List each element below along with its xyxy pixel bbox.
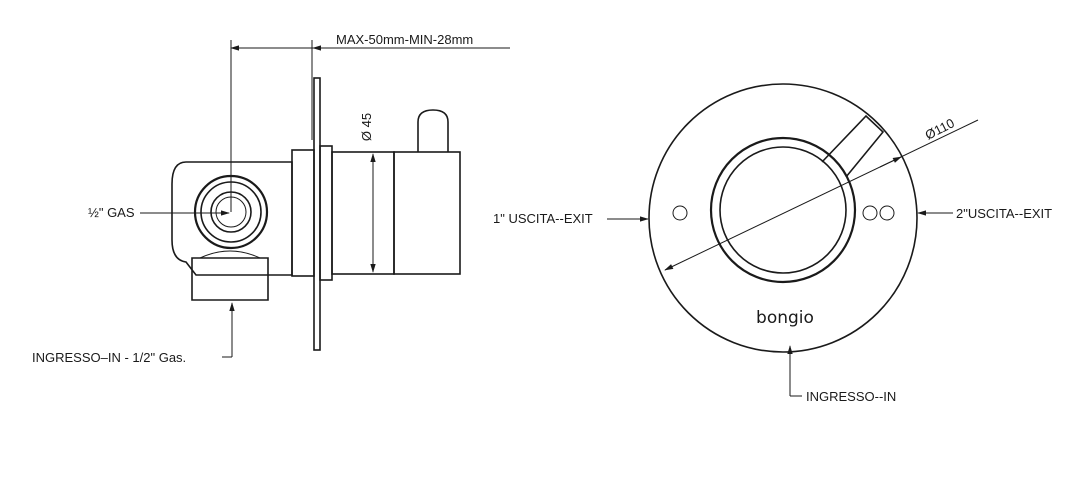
knob-inner <box>719 146 847 274</box>
lever <box>821 114 885 178</box>
front-view: Ø110 bongio 1" USCITA--EXIT 2"USCITA--EX… <box>493 83 1052 404</box>
bottom-inlet-fitting <box>191 257 269 301</box>
body-flange <box>291 149 315 277</box>
gas-label: ½" GAS <box>88 205 135 220</box>
side-view: MAX-50mm-MIN-28mm Ø 45 ½" GAS INGRESSO–I… <box>32 32 510 365</box>
gas-port-inner <box>210 191 252 233</box>
front-inlet-label: INGRESSO--IN <box>806 389 896 404</box>
gas-port-outer <box>193 174 269 250</box>
bottom-inlet-curve <box>199 250 261 259</box>
plate-diameter-arrow <box>879 156 902 168</box>
exit1-label: 1" USCITA--EXIT <box>493 211 593 226</box>
handle-lever <box>417 109 449 152</box>
diameter-label: Ø 45 <box>359 113 374 141</box>
exit2-hole-b <box>879 205 895 221</box>
valve-body <box>171 161 293 276</box>
handle-body <box>393 151 461 275</box>
brand-logo: bongio <box>756 308 814 328</box>
depth-dimension-label: MAX-50mm-MIN-28mm <box>336 32 473 47</box>
inlet-label: INGRESSO–IN - 1/2" Gas. <box>32 350 186 365</box>
gas-port-mid <box>200 181 262 243</box>
plate-diameter-line <box>664 119 979 271</box>
rosette <box>319 145 333 281</box>
exit1-hole <box>672 205 688 221</box>
wall-plate <box>313 77 321 351</box>
exit2-label: 2"USCITA--EXIT <box>956 206 1052 221</box>
knob-outer <box>709 136 857 284</box>
trim-cylinder <box>331 151 395 275</box>
gas-port-bore <box>215 196 247 228</box>
exit2-hole-a <box>862 205 878 221</box>
cover-plate <box>648 83 918 353</box>
